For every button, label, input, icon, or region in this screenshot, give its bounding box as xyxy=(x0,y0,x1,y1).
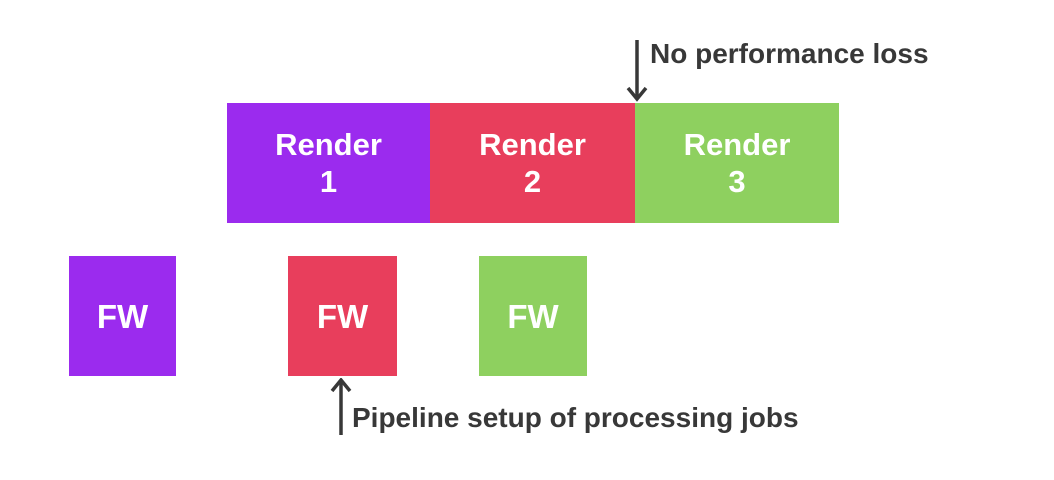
render-1-block: Render 1 xyxy=(227,103,430,223)
no-performance-loss-annotation: No performance loss xyxy=(650,38,929,69)
fw-1-label: FW xyxy=(96,297,149,335)
fw-2-label: FW xyxy=(316,297,369,335)
fw-1-block: FW xyxy=(69,256,176,376)
down-arrow-icon xyxy=(626,40,648,102)
render-1-label-line2: 1 xyxy=(319,164,338,199)
render-2-label-line1: Render xyxy=(479,127,586,162)
render-2-label-line2: 2 xyxy=(523,164,542,199)
render-1-label-line1: Render xyxy=(275,127,382,162)
up-arrow-icon xyxy=(330,378,352,435)
render-2-block: Render 2 xyxy=(430,103,635,223)
render-3-label-line1: Render xyxy=(683,127,791,162)
pipeline-setup-annotation: Pipeline setup of processing jobs xyxy=(352,402,799,433)
fw-3-block: FW xyxy=(479,256,587,376)
render-3-label-line2: 3 xyxy=(728,164,746,199)
fw-2-block: FW xyxy=(288,256,397,376)
render-3-block: Render 3 xyxy=(635,103,839,223)
fw-3-label: FW xyxy=(507,297,559,335)
